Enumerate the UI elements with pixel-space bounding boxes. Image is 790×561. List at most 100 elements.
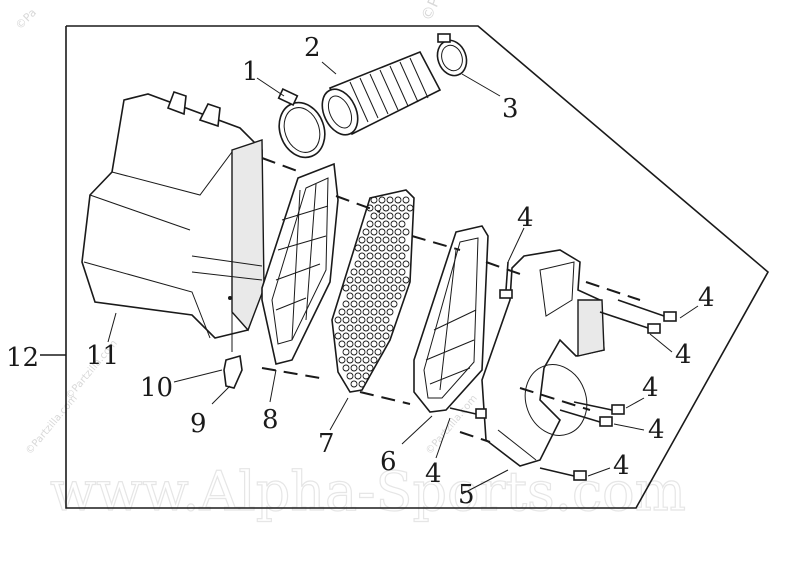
mesh-hole <box>390 236 398 244</box>
drain-plug <box>223 298 243 389</box>
mesh-hole <box>334 316 342 324</box>
mesh-hole <box>386 244 394 252</box>
mesh-hole <box>354 308 362 316</box>
mesh-hole <box>350 268 358 276</box>
mesh-hole <box>358 300 366 308</box>
mesh-hole <box>382 284 390 292</box>
mesh-hole <box>382 220 390 228</box>
mesh-hole <box>386 196 394 204</box>
mesh-hole <box>354 372 362 380</box>
mesh-hole <box>374 284 382 292</box>
mesh-hole <box>378 260 386 268</box>
mesh-hole <box>366 332 374 340</box>
mesh-hole <box>346 372 354 380</box>
leader-9 <box>211 385 231 405</box>
mesh-hole <box>358 252 366 260</box>
mesh-hole <box>350 380 358 388</box>
mesh-hole <box>362 372 370 380</box>
callout-1: 1 <box>242 57 259 87</box>
screw-top <box>499 261 513 299</box>
mesh-hole <box>374 300 382 308</box>
mesh-hole <box>354 340 362 348</box>
mesh-hole <box>362 308 370 316</box>
air-box-cover <box>481 249 605 467</box>
mesh-hole <box>402 212 410 220</box>
callout-3: 3 <box>502 94 519 124</box>
mesh-hole <box>386 324 394 332</box>
mesh-hole <box>342 316 350 324</box>
mesh-hole <box>358 236 366 244</box>
air-box-housing <box>81 90 265 339</box>
mesh-hole <box>402 244 410 252</box>
screw-mid-2 <box>559 409 613 427</box>
mesh-hole <box>366 236 374 244</box>
mesh-hole <box>390 220 398 228</box>
callout-7: 7 <box>318 429 335 459</box>
mesh-hole <box>350 316 358 324</box>
screw-bottom <box>539 467 587 481</box>
mesh-hole <box>374 220 382 228</box>
mesh-hole <box>354 244 362 252</box>
filter-element <box>331 189 415 393</box>
mesh-hole <box>362 356 370 364</box>
mesh-hole <box>342 300 350 308</box>
mesh-hole <box>346 292 354 300</box>
leader-5 <box>461 469 509 495</box>
mesh-hole <box>370 324 378 332</box>
mesh-hole <box>370 244 378 252</box>
mesh-hole <box>370 356 378 364</box>
callout-4-right-1: 4 <box>698 283 715 313</box>
mesh-hole <box>366 268 374 276</box>
mesh-hole <box>350 348 358 356</box>
mesh-hole <box>386 276 394 284</box>
mesh-hole <box>370 196 378 204</box>
mesh-hole <box>350 364 358 372</box>
mesh-hole <box>386 228 394 236</box>
mesh-hole <box>366 284 374 292</box>
mesh-hole <box>378 276 386 284</box>
callout-4-right-2: 4 <box>675 340 692 370</box>
mesh-hole <box>386 292 394 300</box>
mesh-hole <box>362 292 370 300</box>
callout-5: 5 <box>458 480 475 510</box>
mesh-hole <box>358 332 366 340</box>
assembly-frame <box>65 25 770 509</box>
callout-10: 10 <box>140 373 173 403</box>
mesh-hole <box>358 268 366 276</box>
mesh-hole <box>362 276 370 284</box>
mesh-hole <box>346 324 354 332</box>
mesh-hole <box>394 196 402 204</box>
mesh-hole <box>390 300 398 308</box>
mesh-hole <box>338 308 346 316</box>
mesh-hole <box>402 196 410 204</box>
leader-2 <box>321 61 337 75</box>
mesh-hole <box>366 300 374 308</box>
callout-2: 2 <box>304 33 321 63</box>
hose-clamp-small <box>277 88 326 159</box>
mesh-hole <box>374 316 382 324</box>
mesh-hole <box>370 292 378 300</box>
assembly-axis-lines <box>261 157 641 443</box>
callout-6: 6 <box>380 447 397 477</box>
mesh-hole <box>378 340 386 348</box>
screw-right-1 <box>617 299 677 322</box>
mesh-hole <box>346 356 354 364</box>
mesh-hole <box>378 212 386 220</box>
callout-4-mid-1: 4 <box>642 373 659 403</box>
leader-3 <box>461 73 501 97</box>
hose-clamp-large <box>436 33 468 77</box>
mesh-hole <box>354 324 362 332</box>
mesh-hole <box>398 204 406 212</box>
corner-watermark-left: ©Pa <box>13 6 39 32</box>
mesh-hole <box>354 276 362 284</box>
mesh-hole <box>398 220 406 228</box>
mesh-hole <box>382 332 390 340</box>
mesh-hole <box>370 228 378 236</box>
filter-frame-outer <box>413 225 489 413</box>
mesh-hole <box>358 380 366 388</box>
mesh-hole <box>402 276 410 284</box>
callout-8: 8 <box>262 405 279 435</box>
mesh-hole <box>386 308 394 316</box>
mesh-hole <box>394 292 402 300</box>
